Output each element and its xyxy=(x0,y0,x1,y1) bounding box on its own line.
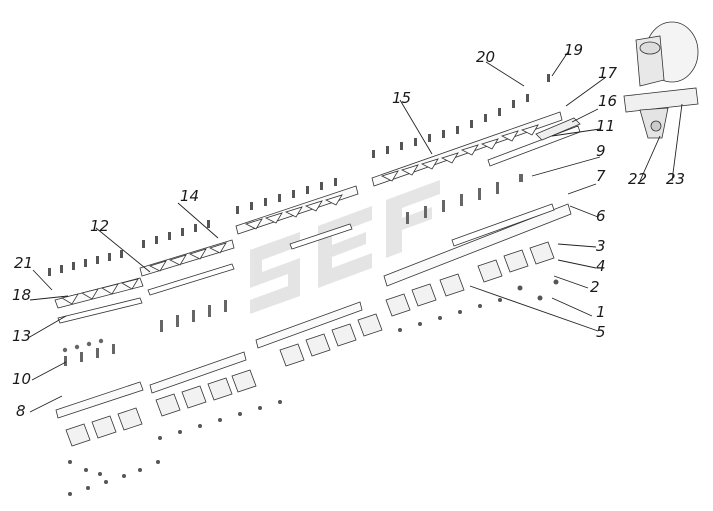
callout-labels: 1 2 3 4 5 6 7 8 9 10 11 12 13 14 15 16 1… xyxy=(12,41,685,420)
callout-11: 11 xyxy=(596,117,615,135)
callout-12: 12 xyxy=(90,217,109,235)
callout-16: 16 xyxy=(598,92,617,110)
leader-lines xyxy=(27,51,683,413)
knife-section-2 xyxy=(139,220,282,440)
watermark-logo xyxy=(250,180,440,314)
knife-section-1 xyxy=(48,250,160,496)
callout-8: 8 xyxy=(16,402,26,420)
callout-15: 15 xyxy=(392,89,411,107)
drive-unit xyxy=(623,21,699,139)
callout-9: 9 xyxy=(596,142,606,160)
callout-6: 6 xyxy=(596,207,606,225)
callout-20: 20 xyxy=(476,48,495,66)
callout-21: 21 xyxy=(14,254,33,272)
callout-10: 10 xyxy=(12,370,31,388)
callout-14: 14 xyxy=(180,187,199,205)
callout-18: 18 xyxy=(12,286,31,304)
callout-5: 5 xyxy=(596,323,606,341)
callout-4: 4 xyxy=(596,257,606,275)
callout-3: 3 xyxy=(596,237,606,255)
callout-23: 23 xyxy=(666,170,685,188)
callout-17: 17 xyxy=(598,64,618,82)
callout-22: 22 xyxy=(628,170,647,188)
callout-2: 2 xyxy=(590,278,600,296)
knife-section-3 xyxy=(235,178,383,367)
callout-13: 13 xyxy=(12,327,31,345)
knife-section-4 xyxy=(371,74,581,332)
callout-7: 7 xyxy=(596,167,606,185)
callout-1: 1 xyxy=(596,303,606,321)
callout-19: 19 xyxy=(564,41,583,59)
